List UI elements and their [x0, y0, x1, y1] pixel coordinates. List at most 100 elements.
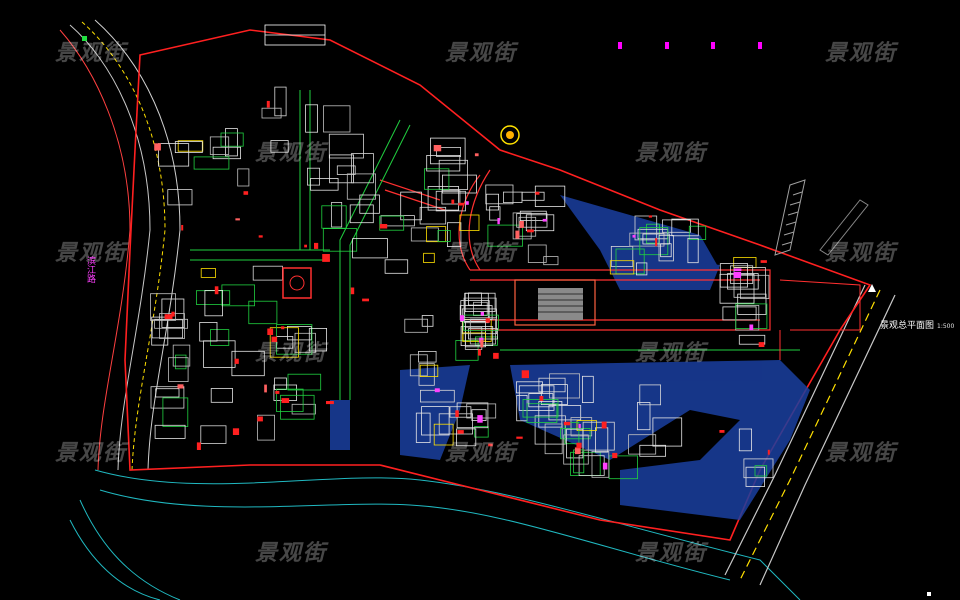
- building-outline: [154, 318, 189, 329]
- building-outline: [538, 401, 563, 428]
- building-outline: [436, 146, 462, 157]
- building-outline: [460, 326, 494, 347]
- plan-title-text: 景观总平面图: [880, 321, 935, 331]
- right-road: [724, 284, 896, 586]
- accent-marks: [154, 100, 770, 470]
- building-outline: [209, 136, 230, 155]
- building-outline: [639, 444, 666, 457]
- building-outline: [435, 190, 466, 212]
- accent-mark: [171, 311, 175, 317]
- building-outline: [423, 168, 450, 190]
- building-outline: [415, 412, 431, 443]
- building-outline: [308, 327, 327, 352]
- building-outline: [485, 193, 499, 211]
- accent-mark: [451, 199, 455, 204]
- building-outline: [328, 133, 364, 159]
- building-outline: [291, 403, 316, 415]
- building-outline: [629, 232, 665, 247]
- plan-scale: 1:500: [937, 323, 955, 330]
- east-lot: [779, 279, 861, 360]
- accent-mark: [485, 318, 490, 323]
- building-outline: [563, 434, 589, 465]
- building-outline: [540, 384, 568, 406]
- ne-strip: [774, 179, 869, 256]
- building-outline: [280, 394, 315, 420]
- building-outline: [161, 298, 185, 328]
- entry-mark: [82, 24, 326, 46]
- green-paths: [190, 90, 800, 400]
- building-outline: [154, 424, 186, 439]
- building-outline: [502, 191, 523, 204]
- building-outline: [528, 393, 554, 408]
- building-outline: [738, 334, 766, 345]
- building-outline: [564, 422, 580, 445]
- accent-mark: [433, 145, 442, 152]
- building-outline: [151, 319, 183, 339]
- accent-mark: [563, 421, 571, 426]
- building-outline: [400, 191, 422, 221]
- building-outline: [352, 238, 388, 259]
- building-outline: [195, 290, 231, 305]
- accent-mark: [655, 238, 658, 247]
- building-outline: [467, 292, 482, 306]
- building-outline: [220, 132, 244, 147]
- accent-mark: [733, 271, 742, 279]
- north-arrow: [868, 284, 876, 292]
- accent-mark: [601, 421, 607, 429]
- building-outline: [321, 205, 347, 229]
- building-outline: [460, 300, 490, 323]
- building-outline: [688, 225, 707, 240]
- building-outline: [525, 214, 555, 232]
- building-outline: [274, 377, 287, 391]
- building-outline: [518, 216, 537, 237]
- building-outline: [639, 384, 661, 406]
- building-outline: [426, 226, 447, 243]
- building-outline: [157, 143, 190, 167]
- accent-mark: [767, 449, 770, 455]
- accent-mark: [322, 254, 330, 262]
- accent-mark: [232, 428, 240, 435]
- building-outline: [310, 178, 339, 191]
- building-outline: [730, 265, 754, 284]
- building-outline: [518, 385, 555, 411]
- building-outline: [487, 224, 523, 247]
- accent-mark: [434, 388, 440, 393]
- building-outline: [209, 329, 230, 346]
- building-outline: [287, 325, 312, 341]
- building-outline: [379, 215, 405, 231]
- accent-mark: [457, 430, 464, 434]
- building-outline: [269, 327, 299, 358]
- building-outline: [404, 318, 428, 333]
- building-outline: [419, 206, 447, 225]
- building-blocks: [150, 86, 774, 487]
- accent-mark: [326, 401, 334, 405]
- accent-mark: [379, 224, 388, 229]
- building-outline: [204, 289, 223, 317]
- building-outline: [628, 434, 657, 455]
- building-outline: [151, 316, 169, 346]
- accent-mark: [460, 315, 464, 322]
- building-outline: [193, 156, 230, 170]
- building-outline: [261, 107, 282, 119]
- building-outline: [203, 340, 236, 368]
- building-outline: [248, 300, 278, 325]
- building-outline: [306, 167, 320, 186]
- accent-mark: [760, 260, 767, 263]
- building-outline: [595, 427, 609, 453]
- building-outline: [652, 417, 683, 447]
- accent-mark: [257, 416, 263, 422]
- building-outline: [305, 104, 319, 133]
- corner-mark: [927, 592, 931, 596]
- building-outline: [174, 141, 203, 154]
- building-outline: [210, 388, 233, 403]
- accent-mark: [612, 452, 618, 459]
- building-outline: [449, 406, 472, 418]
- accent-mark: [632, 234, 636, 238]
- accent-mark: [264, 384, 267, 393]
- building-outline: [527, 244, 547, 263]
- building-outline: [637, 402, 651, 431]
- accent-mark: [154, 143, 161, 151]
- building-outline: [175, 354, 187, 370]
- accent-mark: [234, 358, 239, 364]
- building-outline: [512, 212, 532, 240]
